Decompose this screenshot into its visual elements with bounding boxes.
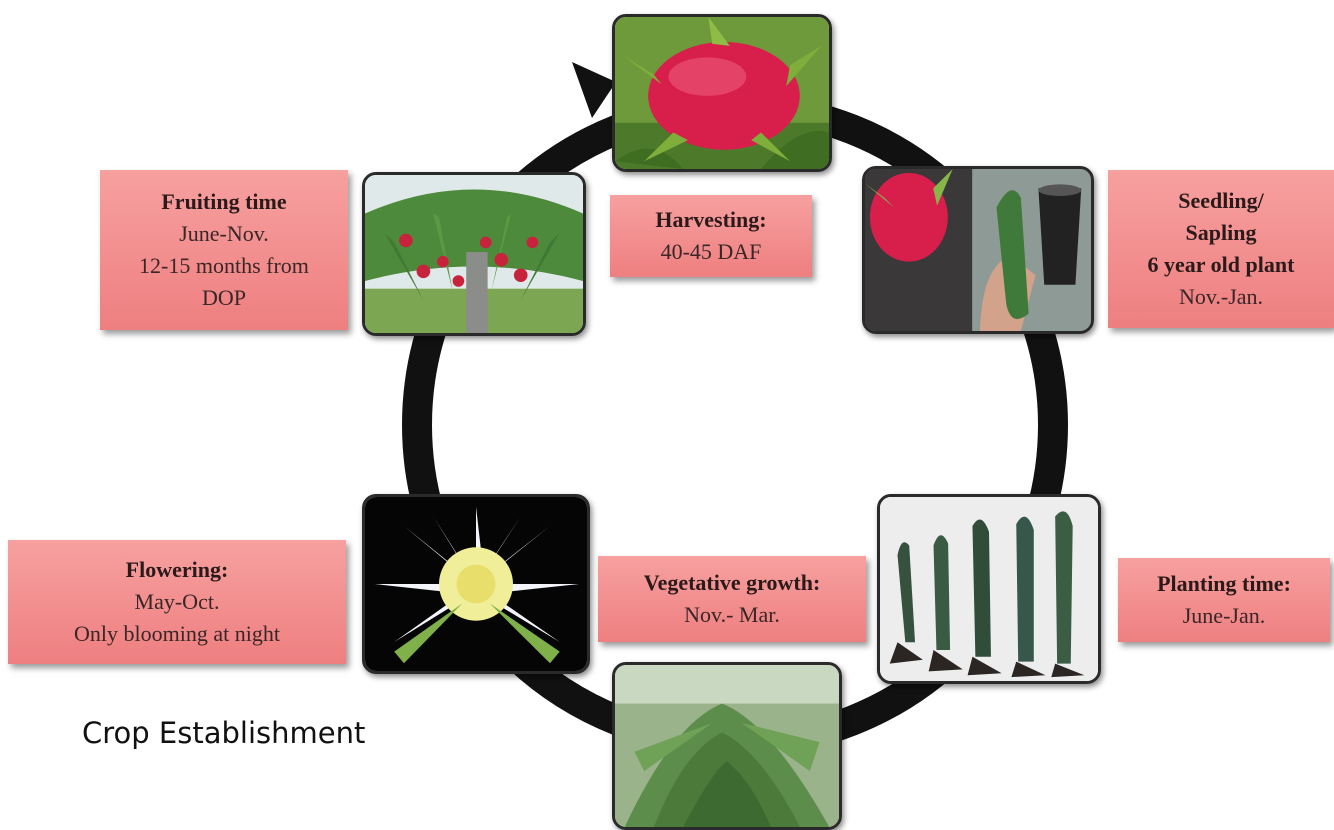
fruiting-title: Fruiting time	[161, 186, 286, 218]
seedling-label: Seedling/ Sapling 6 year old plant Nov.-…	[1108, 170, 1334, 328]
planting-label: Planting time: June-Jan.	[1118, 558, 1330, 642]
seedling-title-2: Sapling	[1186, 217, 1257, 249]
fruiting-duration-2: DOP	[202, 282, 246, 314]
harvesting-label: Harvesting: 40-45 DAF	[610, 195, 812, 277]
dragon-fruit-photo	[612, 14, 832, 172]
flowering-period: May-Oct.	[135, 586, 220, 618]
vegetative-period: Nov.- Mar.	[684, 599, 780, 631]
flowering-label: Flowering: May-Oct. Only blooming at nig…	[8, 540, 346, 664]
fruiting-period: June-Nov.	[179, 218, 269, 250]
night-flower-photo	[362, 494, 590, 674]
vegetative-title: Vegetative growth:	[644, 567, 821, 599]
seedling-title-3: 6 year old plant	[1148, 249, 1295, 281]
harvesting-period: 40-45 DAF	[661, 236, 762, 268]
vegetative-label: Vegetative growth: Nov.- Mar.	[598, 556, 866, 642]
seedling-title: Seedling/	[1178, 185, 1264, 217]
planting-title: Planting time:	[1157, 568, 1291, 600]
harvesting-title: Harvesting:	[655, 204, 766, 236]
seedling-period: Nov.-Jan.	[1179, 281, 1263, 313]
planting-period: June-Jan.	[1183, 600, 1265, 632]
seedling-cutting-photo	[862, 166, 1094, 334]
fruiting-plant-photo	[362, 172, 586, 336]
fruiting-duration: 12-15 months from	[139, 250, 309, 282]
cycle-arrowhead	[572, 62, 616, 118]
crop-establishment-caption: Crop Establishment	[82, 716, 365, 750]
planting-cuttings-photo	[877, 494, 1101, 684]
vegetative-plant-photo	[612, 662, 842, 830]
flowering-title: Flowering:	[126, 554, 229, 586]
fruiting-label: Fruiting time June-Nov. 12-15 months fro…	[100, 170, 348, 330]
flowering-note: Only blooming at night	[74, 618, 280, 650]
